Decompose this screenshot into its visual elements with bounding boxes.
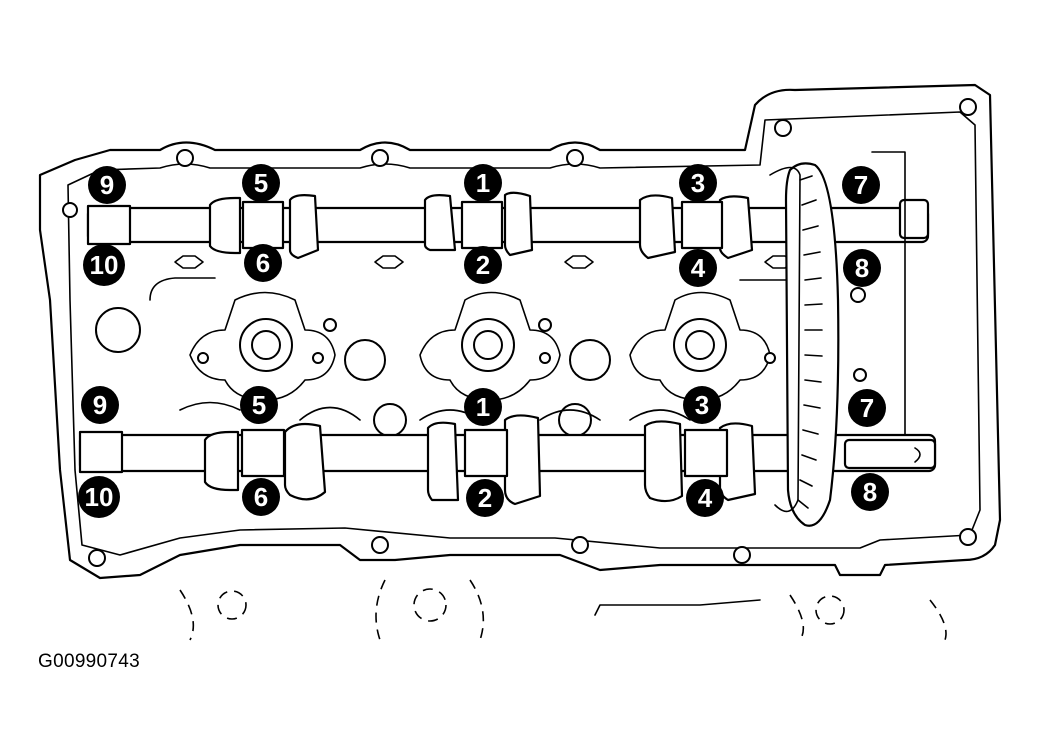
svg-text:5: 5 (254, 168, 268, 198)
upper-callout-4: 4 (679, 249, 717, 287)
timing-sprocket (769, 162, 840, 527)
svg-text:3: 3 (691, 168, 705, 198)
upper-callout-2: 2 (464, 246, 502, 284)
svg-text:1: 1 (476, 168, 490, 198)
svg-text:9: 9 (100, 170, 114, 200)
svg-text:7: 7 (860, 393, 874, 423)
cylinder-head-outline (38, 83, 1002, 580)
svg-text:10: 10 (90, 250, 119, 280)
upper-camshaft (86, 151, 930, 441)
figure-id-label: G00990743 (38, 651, 141, 672)
upper-callout-10: 10 (83, 244, 125, 286)
upper-callout-7: 7 (842, 166, 880, 204)
head-interior-details (95, 255, 947, 641)
svg-text:6: 6 (256, 248, 270, 278)
lower-callout-9: 9 (81, 386, 119, 424)
lower-callouts: 1 2 3 4 5 6 7 8 (78, 386, 889, 518)
svg-text:5: 5 (252, 390, 266, 420)
upper-callouts: 1 2 3 4 5 6 7 8 (83, 164, 881, 287)
lower-callout-3: 3 (683, 386, 721, 424)
svg-text:8: 8 (863, 477, 877, 507)
lower-callout-8: 8 (851, 473, 889, 511)
lower-callout-10: 10 (78, 476, 120, 518)
svg-text:4: 4 (691, 253, 706, 283)
svg-text:1: 1 (476, 392, 490, 422)
upper-callout-9: 9 (88, 166, 126, 204)
svg-text:9: 9 (93, 390, 107, 420)
lower-camshaft (78, 414, 937, 506)
lower-callout-2: 2 (466, 479, 504, 517)
svg-text:3: 3 (695, 390, 709, 420)
svg-text:7: 7 (854, 170, 868, 200)
svg-text:6: 6 (254, 482, 268, 512)
svg-text:2: 2 (476, 250, 490, 280)
lower-callout-5: 5 (240, 386, 278, 424)
svg-text:4: 4 (698, 483, 713, 513)
upper-callout-5: 5 (242, 164, 280, 202)
lower-callout-1: 1 (464, 388, 502, 426)
upper-callout-1: 1 (464, 164, 502, 202)
svg-text:8: 8 (855, 253, 869, 283)
lower-callout-7: 7 (848, 389, 886, 427)
upper-callout-6: 6 (244, 244, 282, 282)
svg-text:10: 10 (85, 482, 114, 512)
lower-callout-6: 6 (242, 478, 280, 516)
flange-bolt-holes (62, 98, 977, 567)
svg-text:2: 2 (478, 483, 492, 513)
upper-callout-8: 8 (843, 249, 881, 287)
lower-callout-4: 4 (686, 479, 724, 517)
upper-callout-3: 3 (679, 164, 717, 202)
